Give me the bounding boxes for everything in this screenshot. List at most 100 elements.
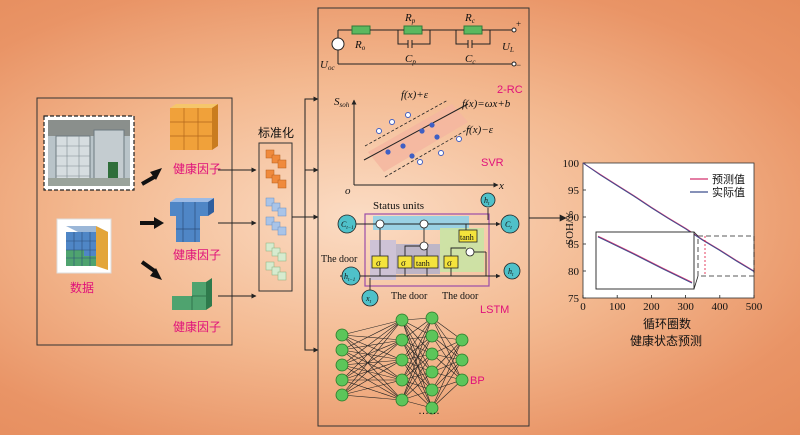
svg-text:Rc: Rc [464, 12, 476, 25]
svg-text:Ct: Ct [505, 220, 512, 231]
bp-edge [341, 379, 403, 401]
data-cube [56, 218, 112, 274]
bp-edge [401, 339, 433, 409]
svg-text:xt: xt [365, 294, 372, 305]
bp-edge [341, 319, 403, 351]
bp-edge [341, 334, 403, 361]
resistor-rc [463, 25, 483, 35]
bp-neuron [425, 401, 439, 415]
bp-edge [431, 335, 463, 381]
svg-text:The door: The door [391, 291, 428, 302]
bp-edge [341, 349, 403, 381]
svg-text:f(x)=ωx+b: f(x)=ωx+b [462, 98, 511, 110]
bp-edge [341, 334, 403, 341]
svg-text:x: x [498, 180, 504, 192]
svg-text:σ: σ [401, 258, 406, 268]
x-tick-label: 500 [746, 301, 763, 313]
bp-edge [341, 359, 403, 366]
bp-neuron [455, 373, 469, 387]
svg-text:o: o [345, 185, 351, 197]
factor-label-1: 健康因子 [173, 161, 221, 176]
x-tick-label: 0 [580, 301, 586, 313]
bp-neuron [335, 328, 349, 342]
bp-edge [431, 379, 463, 409]
lstm-labels: Status units The door The door The door … [321, 196, 514, 305]
svg-text:Ct−1: Ct−1 [341, 220, 354, 231]
svr-plot [351, 99, 499, 188]
lstm-label: LSTM [480, 304, 509, 316]
bp-edge [401, 339, 433, 373]
bp-neuron [395, 313, 409, 327]
resistor-rp [403, 25, 423, 35]
bp-neuron [335, 343, 349, 357]
bp-edge [341, 364, 403, 381]
factor-cube-orange [170, 104, 218, 150]
bp-edge [431, 339, 463, 409]
svg-text:Cc: Cc [465, 53, 476, 66]
bp-edge [341, 339, 403, 351]
bp-neuron [425, 311, 439, 325]
bp-edge [341, 319, 403, 366]
bp-edge [401, 335, 433, 401]
y-tick-label: 75 [568, 293, 580, 305]
bp-neuron [395, 373, 409, 387]
bp-neuron [335, 373, 349, 387]
y-tick-label: 95 [568, 185, 580, 197]
bp-neuron [425, 383, 439, 397]
resistor-r0 [351, 25, 371, 35]
x-tick-label: 200 [643, 301, 660, 313]
bp-edge [341, 349, 403, 361]
bp-neuron [455, 333, 469, 347]
svg-text:+: + [516, 19, 521, 29]
bp-neuron [455, 353, 469, 367]
svg-text:f(x)−ε: f(x)−ε [466, 124, 494, 136]
svg-text:ht: ht [508, 267, 514, 278]
bp-neuron [335, 388, 349, 402]
factor-to-norm-arrows [218, 167, 257, 299]
normalize-label: 标准化 [258, 126, 294, 140]
bp-edge [401, 317, 433, 401]
bp-edge [341, 339, 403, 381]
bp-edge [431, 317, 463, 361]
normalized-blocks [265, 149, 287, 281]
svg-text:Cp: Cp [405, 53, 416, 66]
series-line-actual [582, 162, 755, 272]
x-tick-label: 100 [609, 301, 626, 313]
svr-label: SVR [481, 157, 504, 169]
svg-text:σ: σ [447, 258, 452, 268]
svg-text:Uoc: Uoc [320, 59, 335, 72]
rc-model-label: 2-RC [497, 84, 523, 96]
svg-text:Status units: Status units [373, 200, 424, 212]
bp-edge [341, 349, 403, 401]
svr-epsilon-tube [368, 104, 468, 172]
bp-edge [431, 359, 463, 409]
bp-edge [401, 359, 433, 391]
soh-inset [595, 231, 755, 290]
bp-edge [341, 319, 403, 381]
bp-edge [431, 339, 463, 373]
svg-text:Ssoh: Ssoh [334, 96, 350, 109]
y-tick-label: 100 [563, 158, 580, 170]
bp-neuron [395, 393, 409, 407]
data-panel [36, 97, 233, 346]
legend-pred: 预测值 [712, 173, 745, 186]
bp-edge [431, 335, 463, 361]
bp-edge [401, 359, 433, 409]
soh-y-label: SOH/% [564, 211, 576, 245]
bp-edge [431, 353, 463, 381]
bp-edge [341, 319, 403, 396]
bp-edge [401, 317, 433, 361]
bp-edge [341, 394, 403, 401]
svg-text:−: − [516, 60, 521, 70]
branch-arrows [140, 168, 164, 280]
bp-edge [401, 319, 433, 355]
x-tick-label: 400 [712, 301, 729, 313]
soh-caption: 健康状态预测 [630, 333, 702, 348]
bp-edge [341, 364, 403, 401]
inset-series-actual [597, 236, 693, 284]
bp-network [335, 311, 469, 415]
y-tick-label: 85 [568, 239, 580, 251]
bp-edge [341, 359, 403, 381]
bp-neuron [335, 358, 349, 372]
